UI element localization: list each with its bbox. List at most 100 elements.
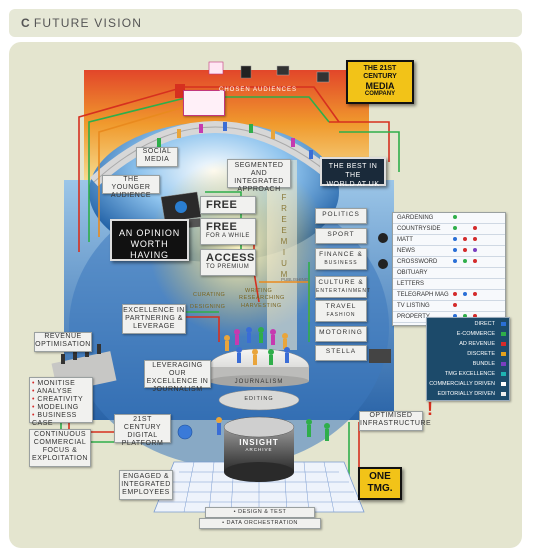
section-box: STELLA — [315, 345, 367, 361]
table-row-dots — [453, 290, 483, 300]
excellence-box: EXCELLENCE IN PARTNERING & LEVERAGE — [122, 304, 186, 334]
section-sublabel: FASHION — [326, 312, 356, 318]
section-label: CULTURE & — [318, 279, 364, 286]
badge-line1: THE 21ST — [363, 65, 397, 72]
legend-label: E-COMMERCE — [456, 331, 495, 337]
freemium-letter: M — [280, 237, 288, 246]
legend-swatch-icon — [501, 362, 506, 366]
header-title-text: FUTURE VISION — [33, 16, 143, 30]
data-orchestration-bar: • DATA ORCHESTRATION — [199, 518, 321, 529]
legend-swatch-icon — [501, 342, 506, 346]
status-dot-icon — [453, 226, 457, 231]
editing-label: EDITING — [244, 396, 274, 402]
table-row: TV LISTING — [393, 301, 505, 312]
section-label: MOTORING — [319, 329, 363, 336]
digital-line3: PLATFORM — [121, 440, 164, 447]
optimised-line2: INFRASTRUCTURE — [360, 420, 432, 427]
table-row-label: TV LISTING — [397, 303, 430, 309]
legend-label: EDITORIALLY DRIVEN — [437, 391, 495, 397]
section-box: CULTURE &ENTERTAINMENT — [315, 276, 370, 298]
monetise-box: • MONITISE• ANALYSE• CREATIVITY• MODELIN… — [29, 377, 93, 427]
status-dot-icon — [453, 270, 457, 274]
legend-row: DISCRETE — [427, 349, 509, 359]
bullet-icon: • — [32, 404, 38, 411]
table-row: COUNTRYSIDE — [393, 224, 505, 235]
segmented-approach-box: SEGMENTED AND INTEGRATED APPROACH — [227, 159, 291, 193]
designing-label: DESIGNING — [190, 304, 226, 310]
status-dot-icon — [453, 215, 457, 220]
harvesting-label: HARVESTING — [241, 303, 282, 309]
monetise-list: • MONITISE• ANALYSE• CREATIVITY• MODELIN… — [32, 380, 92, 428]
monetise-item: • BUSINESS CASE — [32, 412, 92, 428]
status-dot-icon — [473, 292, 477, 297]
publishing-label: PUBLISHING — [281, 277, 309, 282]
excellence-line1: EXCELLENCE IN — [123, 307, 185, 314]
status-dot-icon — [453, 259, 457, 264]
digital-platform-box: 21ST CENTURY DIGITAL PLATFORM — [114, 414, 171, 447]
legend-label: AD REVENUE — [459, 341, 495, 347]
curating-label: CURATING — [193, 292, 226, 298]
table-row-dots — [453, 257, 483, 267]
continuous-line1: CONTINUOUS — [33, 431, 87, 438]
table-row-dots — [453, 279, 483, 289]
politics-thumb — [378, 233, 388, 243]
bullet-icon: • — [32, 412, 38, 419]
badge-line2: CENTURY — [363, 73, 397, 80]
table-row-label: LETTERS — [397, 281, 425, 287]
freemium-letter: E — [281, 215, 287, 224]
table-row: OBITUARY — [393, 268, 505, 279]
one-tmg-line2: TMG. — [367, 483, 393, 494]
social-notice-icon — [183, 90, 225, 116]
researching-label: RESEARCHING — [239, 295, 285, 301]
section-label: POLITICS — [322, 211, 360, 218]
table-row-dots — [453, 224, 483, 234]
status-dot-icon — [453, 248, 457, 253]
status-dot-icon — [463, 226, 467, 230]
table-row: GARDENING — [393, 213, 505, 224]
social-media-line2: MEDIA — [144, 156, 170, 163]
monetise-item: • MODELING — [32, 404, 92, 412]
status-dot-icon — [463, 292, 467, 297]
table-row-label: PROPERTY — [397, 314, 430, 320]
status-dot-icon — [473, 259, 477, 264]
segmented-line2: INTEGRATED — [234, 178, 284, 185]
revenue-line1: REVENUE — [44, 333, 82, 340]
status-dot-icon — [463, 248, 467, 253]
table-row-dots — [453, 246, 483, 256]
revenue-optimisation-box: REVENUE OPTIMISATION — [34, 332, 92, 352]
table-row-label: OBITUARY — [397, 270, 428, 276]
freemium-letter: U — [281, 259, 287, 268]
boardroom-figures — [61, 344, 101, 364]
optimised-line1: OPTIMISED — [369, 412, 413, 419]
revenue-line2: OPTIMISATION — [35, 341, 91, 348]
access-box: ACCESS TO PREMIUM — [200, 249, 256, 276]
editing-disc — [218, 389, 300, 411]
legend-row: EDITORIALLY DRIVEN — [427, 389, 509, 399]
engaged-line3: EMPLOYEES — [122, 489, 170, 496]
status-dot-icon — [473, 237, 477, 242]
floor-figures — [216, 417, 330, 441]
status-dot-icon — [453, 303, 457, 308]
legend-row: COMMERCIALLY DRIVEN — [427, 379, 509, 389]
legend-label: COMMERCIALLY DRIVEN — [429, 381, 495, 387]
table-row-dots — [453, 301, 483, 311]
chosen-audiences-label: CHOSEN AUDIENCES — [219, 87, 298, 93]
badge-line4: COMPANY — [364, 91, 396, 97]
table-row: LETTERS — [393, 279, 505, 290]
status-dot-icon — [463, 259, 467, 264]
bullet-icon: • — [32, 396, 38, 403]
table-row-label: MATT — [397, 237, 413, 243]
opinion-line1: AN OPINION — [118, 228, 180, 238]
status-dot-icon — [463, 270, 467, 274]
status-dot-icon — [473, 281, 477, 285]
engaged-employees-box: ENGAGED & INTEGRATED EMPLOYEES — [119, 470, 173, 500]
diagram-panel: ! THE 21ST CENTURY MEDIA COMPANY CHOSEN … — [9, 42, 522, 548]
bullet-icon: • — [32, 388, 38, 395]
excellence-line2: PARTNERING & — [125, 315, 183, 322]
status-dot-icon — [453, 281, 457, 285]
freemium-letter: F — [281, 193, 287, 202]
leveraging-line3: JOURNALISM — [152, 386, 203, 393]
